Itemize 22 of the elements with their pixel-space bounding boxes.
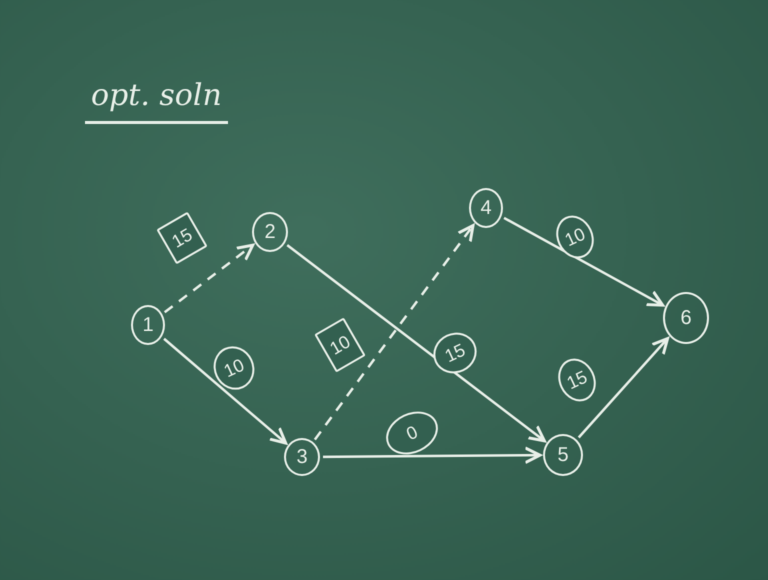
arrow (314, 224, 474, 440)
event-circle (543, 434, 583, 476)
node-number: 2 (264, 220, 276, 244)
event-circle (252, 212, 288, 252)
node-number: 3 (296, 446, 308, 468)
node-number: 6 (680, 306, 692, 330)
node-number: 1 (142, 314, 154, 336)
event-circle (131, 305, 165, 345)
arrow (164, 244, 254, 314)
boxed-duration: 10 (314, 317, 366, 373)
arrow (286, 244, 546, 442)
arrow (503, 216, 664, 307)
node-number: 5 (557, 444, 569, 466)
title: opt. soln (85, 78, 228, 124)
event-circle (284, 438, 320, 476)
event-circle (663, 292, 709, 344)
node-number: 4 (480, 196, 492, 220)
boxed-duration: 15 (156, 212, 208, 264)
arrow (578, 337, 670, 438)
event-circle (469, 188, 503, 228)
arrow (163, 338, 288, 445)
arrow (322, 446, 542, 464)
